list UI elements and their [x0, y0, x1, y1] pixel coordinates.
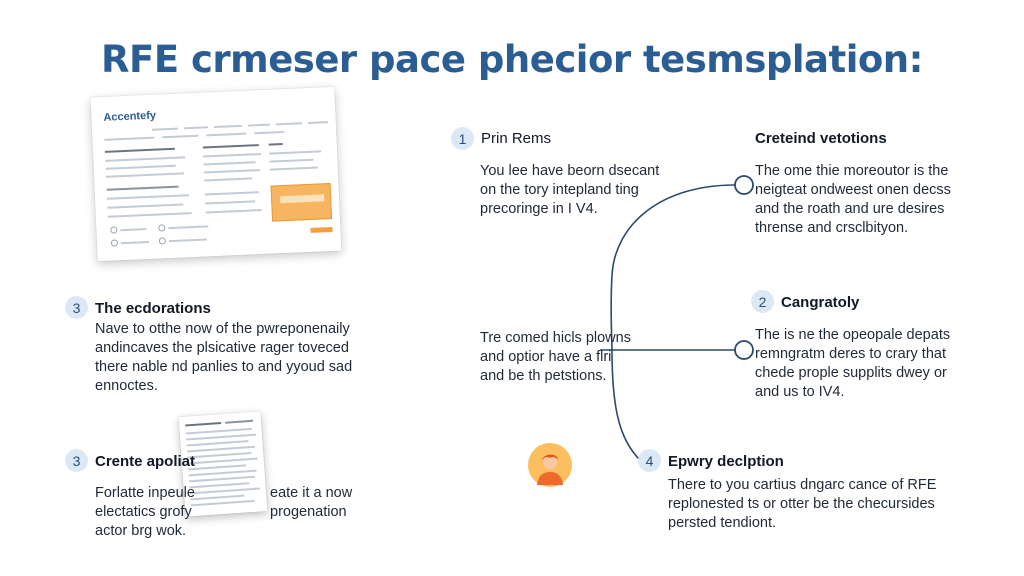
step-number-badge: 1	[451, 127, 474, 150]
connector-curve	[610, 184, 736, 461]
step-body-continued: eate it a now progenation	[270, 485, 353, 520]
step-heading: Crente apoliat	[95, 453, 196, 470]
step-heading: Ерwry declption	[668, 453, 784, 470]
step-heading: Cangratoly	[781, 294, 860, 311]
step-body: The ome thie moreoutor is the neigteat o…	[755, 163, 951, 236]
step-body: You lee have beorn dsecant on the tory i…	[480, 163, 660, 217]
circle-node-icon	[734, 340, 754, 360]
step-body: Forlatte inpeule electatics grofy actor …	[95, 485, 195, 539]
step-body: There to you cartius dngarc cance of RFE…	[668, 477, 937, 531]
person-avatar-icon	[528, 443, 572, 487]
step-heading: Creteind vetotions	[755, 130, 887, 147]
step-number-badge: 4	[638, 449, 661, 472]
circle-node-icon	[734, 175, 754, 195]
step-number-badge: 3	[65, 449, 88, 472]
middle-text: Tre comed hicls plowns and optior have a…	[480, 330, 631, 384]
step-number-badge: 3	[65, 296, 88, 319]
step-heading: The ecdorations	[95, 300, 211, 317]
step-heading: Prin Rems	[481, 130, 552, 147]
step-body: The is ne the opeopale depats remngratm …	[755, 327, 951, 400]
step-body: Nave to otthe now of the pwreponenaily a…	[95, 321, 353, 394]
page-title: RFE crmeser pace phecior tesmsplation:	[101, 38, 923, 81]
step-number-badge: 2	[751, 290, 774, 313]
